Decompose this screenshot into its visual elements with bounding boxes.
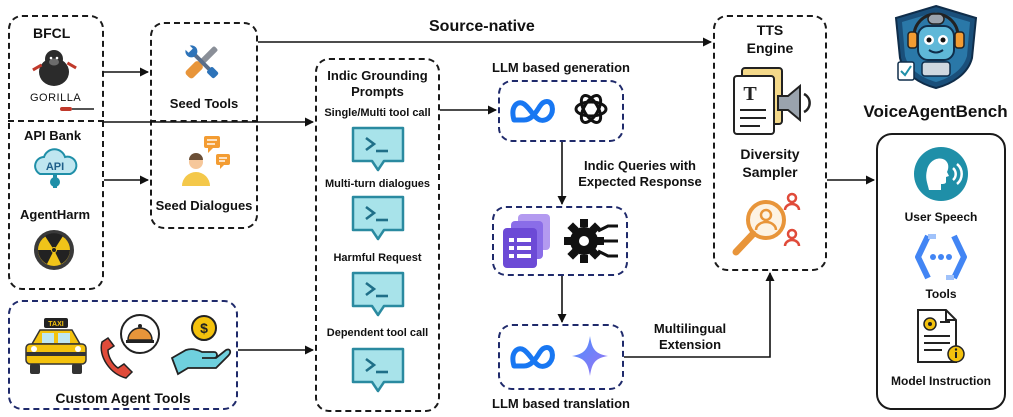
coin-symbol: $: [200, 320, 208, 336]
prompt-label-0: Single/Multi tool call: [324, 107, 431, 119]
api-cloud-icon: API: [34, 148, 78, 188]
tools-braces-icon: [915, 234, 967, 280]
llm-generation-label: LLM based generation: [492, 60, 630, 75]
translation-box: [498, 324, 624, 390]
screwdriver-icon: [60, 107, 94, 111]
meta-logo-icon: [510, 99, 555, 123]
query-box: [492, 206, 628, 276]
taxi-sign-text: TAXI: [48, 321, 63, 328]
sampler-magnifier-icon: [732, 192, 801, 256]
sources-divider: [8, 120, 104, 122]
dialogue-person-icon: [182, 136, 230, 186]
forms-stack-icon: [503, 214, 550, 268]
indic-queries-label-2: Expected Response: [578, 174, 702, 189]
seed-box: [150, 22, 258, 229]
tts-title-2: Engine: [746, 40, 794, 56]
gemini-logo-icon: [572, 336, 608, 376]
gear-circuit-icon: [564, 219, 618, 263]
text-to-speech-icon: T: [733, 67, 811, 135]
tts-doc-glyph: T: [743, 83, 757, 105]
prompt-chat-icon-0: [351, 126, 405, 172]
phone-bell-icon: [100, 314, 160, 379]
user-speech-icon: [914, 147, 968, 201]
bench-item-0: User Speech: [904, 210, 978, 224]
radiation-icon: [34, 230, 74, 270]
bench-item-1: Tools: [925, 287, 957, 301]
prompt-label-1: Multi-turn dialogues: [324, 178, 431, 190]
llm-translation-label: LLM based translation: [492, 396, 630, 411]
instruction-document-icon: [917, 309, 965, 363]
indic-queries-label-1: Indic Queries with: [584, 158, 696, 173]
custom-tools-box: [8, 300, 238, 410]
seed-dialogues-label: Seed Dialogues: [155, 198, 253, 213]
custom-tools-label: Custom Agent Tools: [55, 390, 191, 406]
sources-box: [8, 15, 104, 290]
tools-icon: [184, 44, 219, 79]
prompt-chat-icon-3: [351, 347, 405, 393]
generation-box: [498, 80, 624, 142]
prompt-label-3: Dependent tool call: [326, 327, 429, 339]
openai-logo-icon: [574, 94, 608, 124]
diversity-label-1: Diversity: [740, 146, 800, 162]
bench-box: [876, 133, 1006, 410]
tts-box: [713, 15, 827, 271]
meta-logo-icon-2: [510, 345, 555, 369]
bench-item-2: Model Instruction: [891, 374, 991, 388]
source-native-label: Source-native: [429, 18, 535, 35]
multilingual-label-1: Multilingual: [653, 321, 727, 336]
gorilla-label: GORILLA: [30, 92, 82, 104]
api-bank-label: API Bank: [24, 128, 82, 143]
prompt-chat-icon-1: [351, 195, 405, 241]
payment-hand-icon: $: [170, 315, 232, 376]
gorilla-icon: [32, 50, 77, 86]
api-icon-text: API: [46, 161, 64, 173]
bfcl-label: BFCL: [33, 25, 71, 41]
grounding-title-2: Prompts: [351, 84, 404, 99]
grounding-title-1: Indic Grounding: [327, 68, 428, 83]
diversity-label-2: Sampler: [742, 164, 798, 180]
seed-divider: [150, 120, 258, 122]
grounding-box: [315, 58, 440, 412]
robot-headset-logo: [894, 4, 978, 90]
seed-tools-label: Seed Tools: [169, 96, 239, 111]
prompt-chat-icon-2: [351, 271, 405, 317]
prompt-label-2: Harmful Request: [333, 252, 422, 264]
multilingual-label-2: Extension: [658, 337, 722, 352]
agentharm-label: AgentHarm: [20, 207, 91, 222]
taxi-icon: TAXI: [25, 318, 87, 374]
bench-title: VoiceAgentBench: [863, 102, 1008, 121]
tts-title-1: TTS: [756, 22, 784, 38]
arrow-translation-tts: [624, 272, 775, 358]
